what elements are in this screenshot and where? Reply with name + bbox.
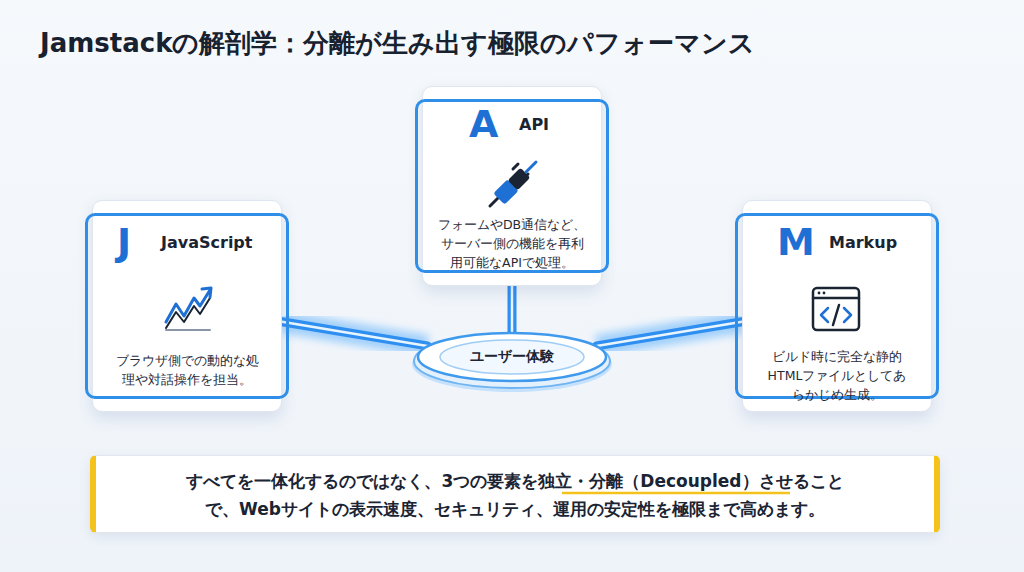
component-card: A API フォームやDB通信など、サーバー側の機能を再利用可能なAPIで処理。 bbox=[422, 86, 602, 286]
summary-band: すべてを一体化するのではなく、3つの要素を独立・分離（Decoupled）させる… bbox=[90, 455, 940, 533]
glowing-connector bbox=[282, 322, 427, 346]
initial-letter: A bbox=[469, 105, 498, 143]
hub-disc: ユーザー体験 bbox=[410, 326, 614, 394]
initial-letter: J bbox=[117, 223, 131, 261]
glowing-connector bbox=[512, 286, 513, 332]
hub-label: ユーザー体験 bbox=[410, 348, 614, 366]
component-card: J JavaScript ブラウザ側での動的な処理や対話操作を担当。 bbox=[92, 200, 282, 412]
card-heading: JavaScript bbox=[161, 235, 252, 251]
diagram-title: Jamstackの解剖学：分離が生み出す極限のパフォーマンス bbox=[40, 26, 755, 61]
card-heading: Markup bbox=[829, 235, 897, 251]
card-description: ブラウザ側での動的な処理や対話操作を担当。 bbox=[113, 351, 261, 389]
card-description: ビルド時に完全な静的HTMLファイルとしてあらかじめ生成。 bbox=[765, 347, 909, 404]
initial-letter: M bbox=[777, 223, 815, 261]
card-heading: API bbox=[519, 117, 549, 133]
glowing-connector bbox=[597, 322, 742, 346]
summary-text: すべてを一体化するのではなく、3つの要素を独立・分離（Decoupled）させる… bbox=[170, 467, 860, 523]
card-description: フォームやDB通信など、サーバー側の機能を再利用可能なAPIで処理。 bbox=[435, 215, 589, 272]
component-card: M Markup ビルド時に完全な静的HTMLファイルとしてあらかじめ生成。 bbox=[742, 200, 932, 412]
